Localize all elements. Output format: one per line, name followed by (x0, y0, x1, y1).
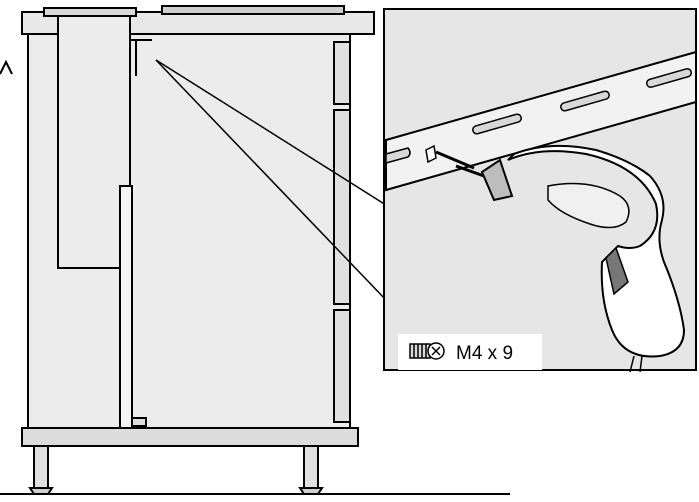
power-drill (455, 144, 686, 373)
left-arrow-mark (0, 59, 13, 75)
screw-spec-label: M4 x 9 (398, 334, 542, 370)
screw-icon (409, 342, 445, 360)
mounting-bracket (129, 39, 152, 78)
oven-top (43, 7, 137, 17)
callout-lines (155, 59, 387, 301)
plinth (21, 427, 359, 447)
rod-foot (131, 417, 147, 427)
leg-left (33, 445, 49, 489)
side-panel-2 (333, 109, 351, 305)
side-panel-1 (333, 41, 351, 105)
rail-slots (385, 68, 693, 164)
screw (425, 144, 475, 170)
vertical-rod (119, 185, 133, 429)
cabinet (0, 5, 510, 495)
side-panel-3 (333, 309, 351, 423)
wall-rail (385, 50, 697, 192)
cooktop (161, 5, 345, 15)
leg-right (303, 445, 319, 489)
detail-callout-panel: M4 x 9 (383, 8, 697, 373)
screw-spec-text: M4 x 9 (456, 343, 513, 364)
